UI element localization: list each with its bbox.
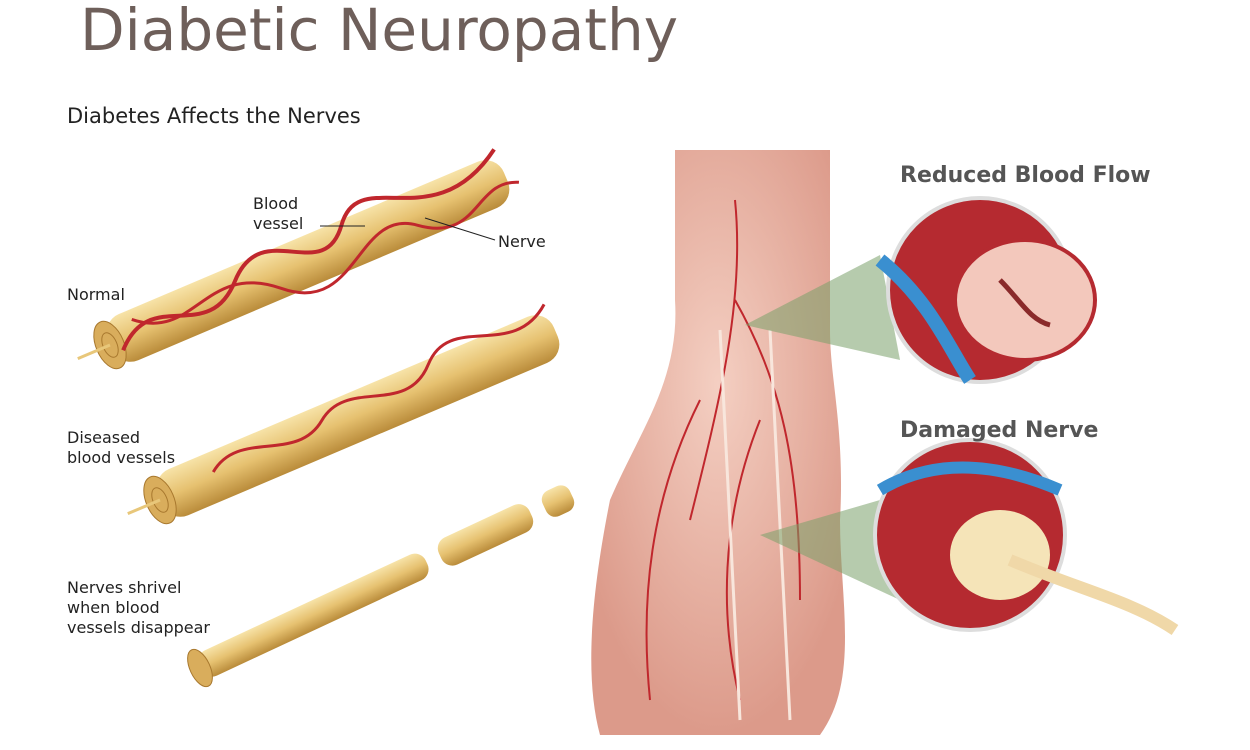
- foot: [591, 150, 845, 735]
- label-nerve: Nerve: [498, 232, 546, 251]
- page-title: Diabetic Neuropathy: [80, 0, 679, 64]
- leader-line-nerve: [424, 217, 496, 241]
- normal-nerve: [77, 148, 520, 370]
- diseased-nerve: [127, 303, 560, 525]
- heading-reduced-blood-flow: Reduced Blood Flow: [900, 163, 1151, 188]
- heading-damaged-nerve: Damaged Nerve: [900, 418, 1099, 443]
- subtitle: Diabetes Affects the Nerves: [67, 104, 361, 128]
- label-shrivel: Nerves shrivel when blood vessels disapp…: [67, 578, 210, 637]
- reduced-blood-flow-circle: [875, 196, 1097, 384]
- callout-cone-reduced: [745, 255, 900, 360]
- damaged-nerve-circle: [873, 438, 1179, 635]
- callout-cone-damaged: [760, 500, 900, 600]
- label-blood-vessel: Blood vessel: [253, 194, 304, 233]
- shriveled-nerve: [187, 485, 575, 688]
- label-normal: Normal: [67, 285, 125, 304]
- label-diseased: Diseased blood vessels: [67, 428, 176, 467]
